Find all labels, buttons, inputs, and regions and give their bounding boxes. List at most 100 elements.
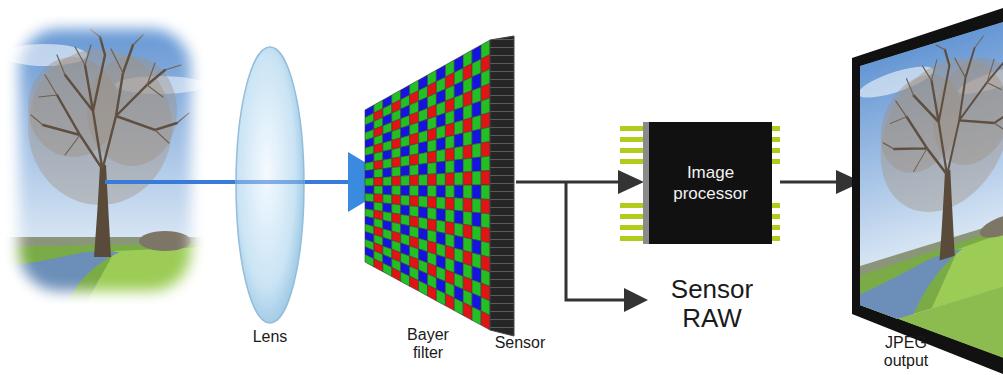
filter-cell bbox=[428, 219, 437, 232]
light-beam bbox=[105, 180, 360, 184]
filter-cell bbox=[419, 152, 428, 164]
filter-cell bbox=[454, 120, 463, 135]
part-label: Sensor bbox=[495, 334, 546, 352]
filter-cell bbox=[374, 177, 383, 186]
filter-cell bbox=[410, 165, 419, 176]
screen-image bbox=[858, 0, 1003, 358]
filter-cell bbox=[481, 98, 490, 115]
filter-cell bbox=[436, 161, 445, 174]
filter-cell bbox=[392, 147, 401, 158]
filter-cell bbox=[392, 167, 401, 177]
filter-cell bbox=[472, 115, 481, 131]
filter-cell bbox=[454, 172, 463, 185]
filter-cell bbox=[454, 210, 463, 224]
filter-cell bbox=[481, 311, 490, 330]
filter-cell bbox=[472, 307, 481, 325]
filter-cell bbox=[383, 203, 392, 213]
filter-cell bbox=[454, 298, 463, 315]
art-polygon bbox=[624, 288, 648, 312]
filter-cell bbox=[428, 197, 437, 209]
art-rect bbox=[620, 126, 645, 131]
art-rect bbox=[620, 148, 645, 153]
filter-cell bbox=[401, 186, 410, 196]
filter-cell bbox=[445, 173, 454, 186]
filter-cell bbox=[445, 160, 454, 173]
filter-cell bbox=[481, 127, 490, 143]
filter-cell bbox=[428, 128, 437, 142]
filter-cell bbox=[445, 209, 454, 223]
filter-cell bbox=[428, 174, 437, 186]
art-line bbox=[780, 181, 840, 184]
sensor-strip bbox=[490, 36, 514, 336]
filter-cell bbox=[365, 254, 374, 267]
filter-cell bbox=[445, 294, 454, 311]
filter-cell bbox=[419, 207, 428, 219]
art-rect bbox=[620, 214, 645, 219]
filter-cell bbox=[454, 133, 463, 148]
filter-cell bbox=[401, 205, 410, 216]
art-g bbox=[858, 0, 1003, 331]
filter-cell bbox=[436, 197, 445, 209]
filter-cell bbox=[419, 196, 428, 208]
filter-cell bbox=[365, 194, 374, 203]
filter-cell bbox=[436, 125, 445, 139]
filter-cell bbox=[401, 155, 410, 166]
filter-cell bbox=[481, 156, 490, 171]
filter-cell bbox=[472, 185, 481, 199]
filter-cell bbox=[463, 211, 472, 225]
filter-cell bbox=[454, 185, 463, 198]
filter-cell bbox=[365, 170, 374, 179]
filter-cell bbox=[445, 222, 454, 236]
lens-shape bbox=[236, 47, 304, 323]
filter-cell bbox=[401, 145, 410, 157]
filter-cell bbox=[481, 227, 490, 243]
filter-cell bbox=[436, 289, 445, 305]
art-div: Image processor bbox=[649, 162, 772, 205]
filter-cell bbox=[410, 196, 419, 207]
filter-cell bbox=[454, 159, 463, 173]
filter-cell bbox=[428, 208, 437, 221]
filter-cell bbox=[454, 198, 463, 212]
art-polygon bbox=[618, 170, 644, 194]
art-rect bbox=[620, 203, 645, 208]
output-label: JPEG output bbox=[871, 334, 941, 370]
filter-cell bbox=[472, 171, 481, 185]
filter-cell bbox=[463, 145, 472, 160]
filter-cell bbox=[472, 143, 481, 158]
light-beam bbox=[236, 180, 304, 184]
part-label: Bayer filter bbox=[393, 326, 463, 362]
filter-cell bbox=[365, 178, 374, 186]
filter-cell bbox=[463, 185, 472, 199]
filter-cell bbox=[383, 168, 392, 178]
filter-cell bbox=[392, 204, 401, 215]
filter-cell bbox=[445, 185, 454, 198]
filter-cell bbox=[454, 223, 463, 237]
filter-cell bbox=[365, 162, 374, 171]
art-rect bbox=[620, 137, 645, 142]
filter-cell bbox=[401, 176, 410, 186]
filter-cell bbox=[374, 186, 383, 195]
bayer-filter bbox=[365, 40, 490, 330]
filter-cell bbox=[410, 143, 419, 155]
filter-cell bbox=[445, 135, 454, 149]
filter-cell bbox=[454, 146, 463, 160]
filter-cell bbox=[463, 198, 472, 212]
filter-cell bbox=[472, 239, 481, 255]
filter-cell bbox=[481, 185, 490, 200]
filter-cell bbox=[419, 281, 428, 296]
filter-cell bbox=[436, 185, 445, 197]
beam-head bbox=[348, 152, 398, 212]
filter-cell bbox=[401, 195, 410, 206]
scene-photo bbox=[3, 15, 205, 305]
filter-cell bbox=[374, 194, 383, 203]
art-use bbox=[858, 0, 1003, 331]
filter-cell bbox=[472, 212, 481, 227]
filter-cell bbox=[428, 285, 437, 301]
filter-cell bbox=[374, 259, 383, 272]
filter-cell bbox=[463, 172, 472, 186]
art-rect bbox=[620, 236, 645, 241]
filter-cell bbox=[401, 272, 410, 286]
art-rect bbox=[620, 225, 645, 230]
